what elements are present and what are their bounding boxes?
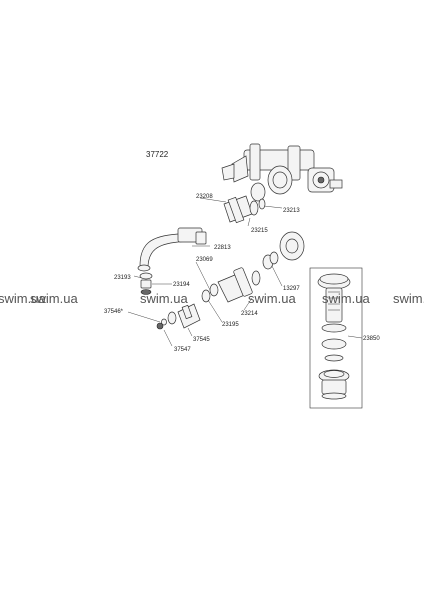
label-13297: 13297 <box>283 286 300 292</box>
watermark-3: swim.ua <box>140 291 188 306</box>
label-23069: 23069 <box>196 257 213 263</box>
watermark-6: swim.ua <box>393 291 424 306</box>
label-23215: 23215 <box>251 228 268 234</box>
escutcheon-ring-lower <box>262 231 305 270</box>
label-37545: 37545 <box>193 337 210 343</box>
model-number: 37722 <box>146 150 169 159</box>
aerator-parts <box>139 272 153 295</box>
part-number-labels: 23208 23213 23215 22813 23069 23193 2319… <box>104 194 380 353</box>
label-22813: 22813 <box>214 245 231 251</box>
label-23208: 23208 <box>196 194 213 200</box>
label-23195: 23195 <box>222 322 239 328</box>
label-23213: 23213 <box>283 208 300 214</box>
watermark-5: swim.ua <box>322 291 370 306</box>
label-23193: 23193 <box>114 275 131 281</box>
wall-mounting-body <box>221 143 343 193</box>
label-37546: 37546* <box>104 309 124 315</box>
watermark-1: swim.ua <box>0 291 46 306</box>
pop-up-waste <box>309 267 363 409</box>
label-23850: 23850 <box>363 336 380 342</box>
watermark-4: swim.ua <box>248 291 296 306</box>
cartridge-upper <box>223 195 266 224</box>
watermark-row: swim.ua swim.ua swim.ua swim.ua swim.ua … <box>0 291 424 306</box>
label-23214: 23214 <box>241 311 258 317</box>
cartridge-lower <box>201 267 261 303</box>
watermark-2: swim.ua <box>30 291 78 306</box>
escutcheon-ring-top <box>250 165 293 202</box>
leader-lines <box>127 197 363 347</box>
label-37547: 37547 <box>174 347 191 353</box>
spout <box>137 227 207 272</box>
handle-assembly <box>156 303 201 330</box>
label-23194: 23194 <box>173 282 190 288</box>
